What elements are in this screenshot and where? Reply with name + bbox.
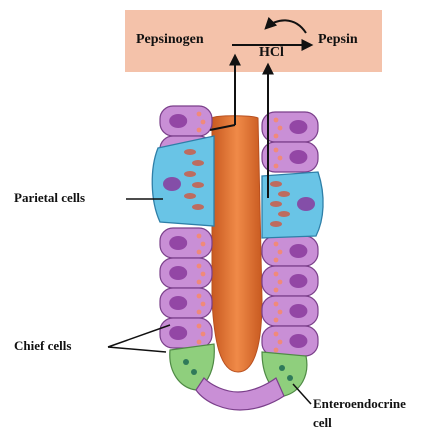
enteroendocrine-label-line1: Enteroendocrine bbox=[313, 397, 406, 412]
chief-cell bbox=[262, 142, 318, 172]
parietal-cell-right bbox=[262, 172, 323, 238]
chief-cell bbox=[160, 106, 212, 136]
autocatalysis-arrow bbox=[266, 20, 306, 33]
entero-pointer bbox=[293, 384, 311, 404]
parietal-cell-left bbox=[152, 136, 214, 226]
chief-cell bbox=[160, 288, 212, 318]
chief-cell bbox=[262, 296, 318, 326]
gland-base-cell bbox=[196, 378, 284, 410]
chief-cell bbox=[262, 266, 318, 296]
chief-cell bbox=[160, 228, 212, 258]
chief-cell bbox=[160, 318, 212, 348]
chief-cells-label: Chief cells bbox=[14, 339, 71, 354]
chief-cell bbox=[262, 112, 318, 142]
chief-cell bbox=[262, 326, 318, 356]
enteroendocrine-label-line2: cell bbox=[313, 416, 332, 431]
parietal-cells-label: Parietal cells bbox=[14, 191, 85, 206]
chief-cell bbox=[262, 236, 318, 266]
chief-pointer-b bbox=[108, 347, 166, 352]
chief-cell bbox=[160, 258, 212, 288]
gland-lumen bbox=[212, 116, 262, 372]
